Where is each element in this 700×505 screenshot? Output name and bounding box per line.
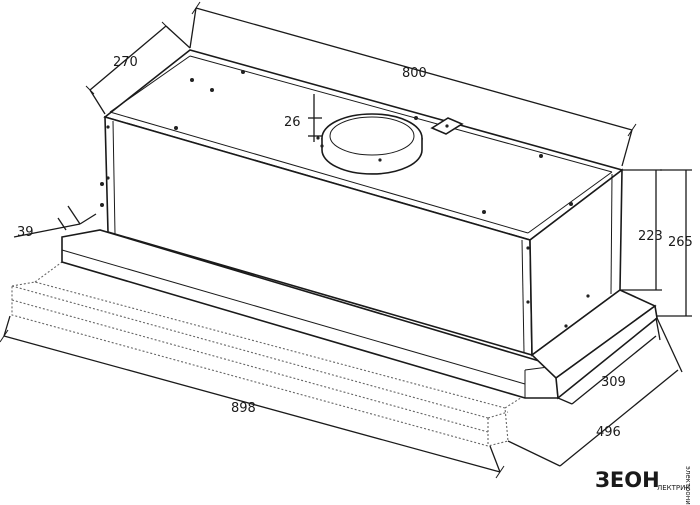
svg-text:ЛЕКТРИК: ЛЕКТРИК — [657, 484, 690, 492]
label-body-depth: 309 — [601, 375, 626, 390]
dimension-duct-height — [308, 94, 322, 142]
dimension-total-height — [657, 169, 692, 317]
label-body-height: 223 — [638, 229, 663, 244]
label-total-width: 800 — [402, 66, 427, 81]
label-panel-thickness: 39 — [17, 225, 34, 240]
dimension-depth — [85, 21, 191, 115]
exhaust-duct-collar — [321, 113, 423, 175]
label-depth: 270 — [113, 55, 138, 70]
dimension-body-depth — [557, 317, 661, 405]
svg-text:ЗЕОН: ЗЕОН — [595, 468, 660, 492]
label-extended-depth: 496 — [596, 425, 621, 440]
dimension-total-width — [189, 1, 637, 167]
top-bracket — [430, 117, 464, 135]
dimension-body-height — [620, 169, 662, 291]
zeon-watermark-logo: ЗЕОН ЛЕКТРИК электроника — [595, 466, 692, 505]
dimension-extended-depth — [507, 317, 683, 467]
dimension-extended-width — [0, 315, 505, 479]
dimension-panel-thickness — [13, 205, 97, 238]
label-duct-height: 26 — [284, 115, 301, 130]
label-total-height: 265 — [668, 235, 693, 250]
svg-text:электроника: электроника — [684, 466, 692, 505]
label-extended-width: 898 — [231, 401, 256, 416]
mounting-holes — [100, 70, 590, 328]
